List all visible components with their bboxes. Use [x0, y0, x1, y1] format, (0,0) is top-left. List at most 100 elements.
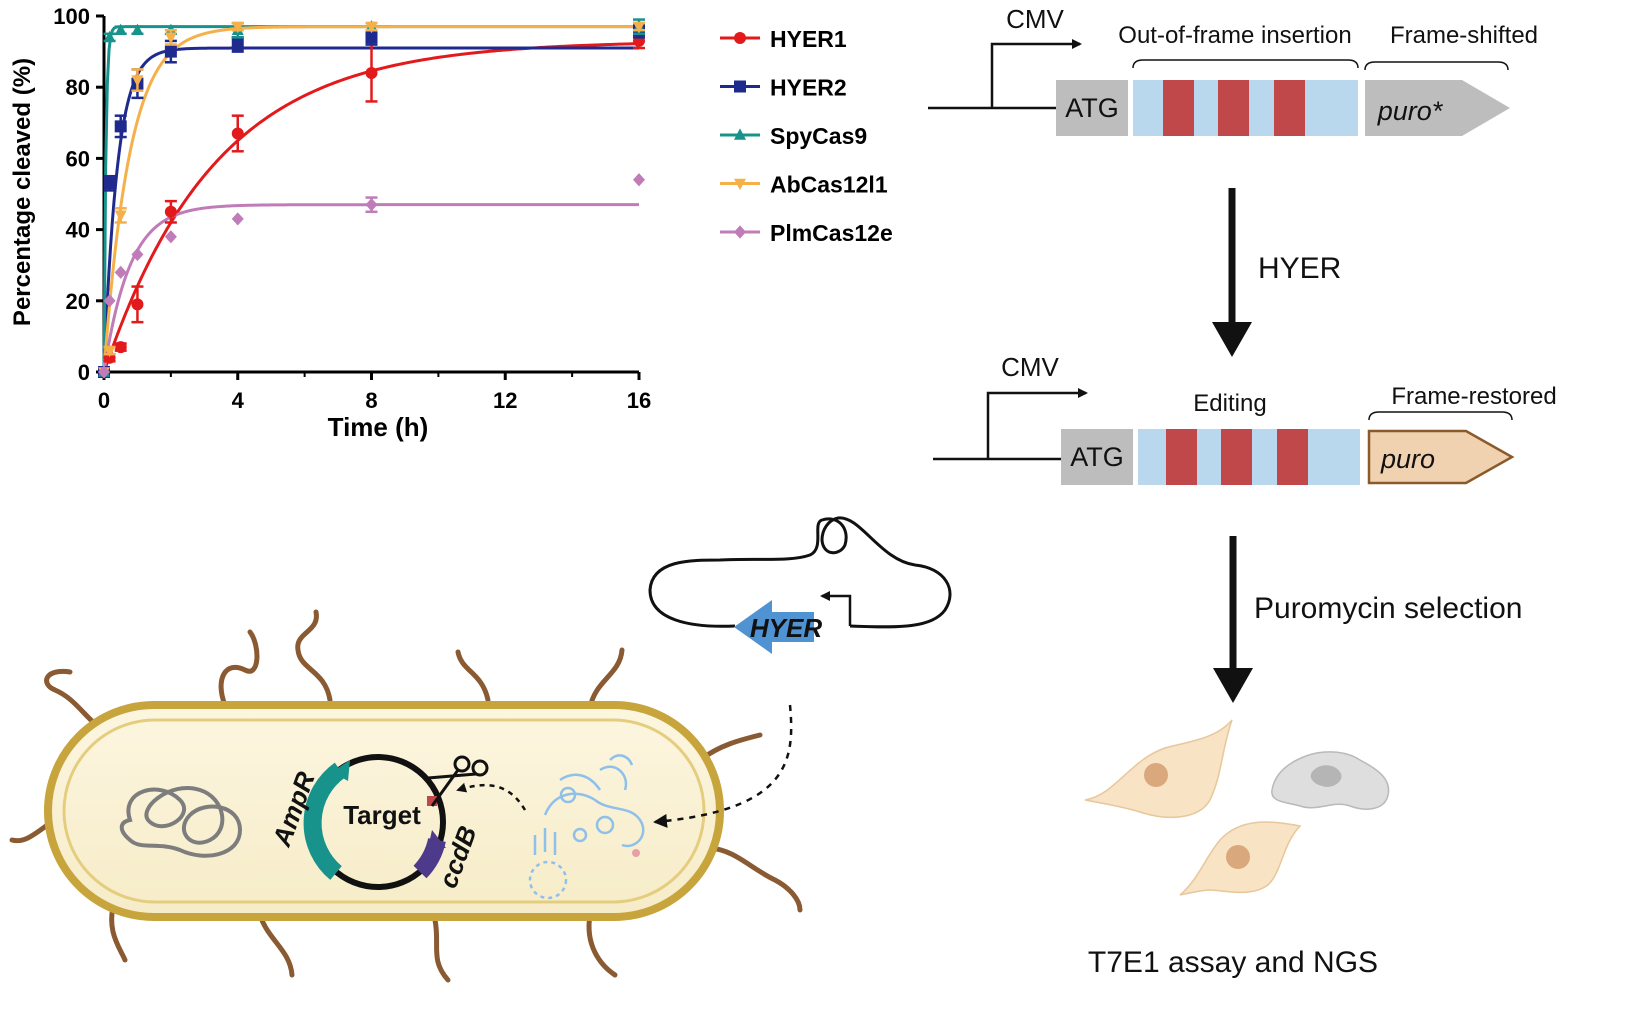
result-label: T7E1 assay and NGS — [1088, 946, 1378, 979]
editing-label: Editing — [1193, 390, 1266, 417]
plmcas12e-data-point — [103, 294, 116, 308]
abcas12l1-data-point — [164, 32, 177, 44]
shift-bracket — [1364, 61, 1509, 71]
bacterium-inner-membrane — [62, 718, 706, 904]
insertion-label: Out-of-frame insertion — [1118, 22, 1351, 49]
ampR-arrowhead — [332, 760, 350, 781]
x-axis-title: Time (h) — [328, 412, 429, 442]
abcas12l1-data-point — [114, 210, 127, 222]
atg-label: ATG — [1065, 93, 1119, 123]
hyer1-data-point — [131, 298, 144, 311]
step1-label: HYER — [1258, 252, 1341, 285]
cell-nucleus-icon — [1144, 763, 1168, 787]
plmcas12e-data-point — [131, 247, 144, 262]
construct-after: CMV ATG puro Editing Frame-restored — [933, 352, 1557, 485]
bacterial-selection-illustration: HYER Target AmpR ccd — [9, 516, 952, 983]
flagellum — [707, 845, 803, 913]
hyer2-legend-label: HYER2 — [770, 75, 847, 101]
atg-box — [1061, 429, 1133, 485]
y-tick-label: 80 — [66, 75, 90, 100]
puro-shifted-label: puro* — [1377, 96, 1444, 126]
abcas12l1-legend-marker — [734, 178, 746, 191]
step2-label: Puromycin selection — [1254, 592, 1522, 625]
bacterium-body — [44, 701, 724, 921]
spycas9-data-point — [114, 23, 127, 36]
y-tick-label: 0 — [78, 360, 90, 385]
plmcas12e-data-point — [98, 365, 110, 379]
spacer-block — [1221, 429, 1252, 485]
promoter-label: CMV — [1001, 352, 1059, 382]
hyer-rnp-complex-icon — [528, 754, 645, 900]
hyer1-data-point — [365, 66, 378, 79]
abcas12l1-data-point — [231, 21, 244, 34]
puro-shifted-gene — [1365, 80, 1510, 136]
dead-cell-debris-icon — [1310, 765, 1342, 787]
x-tick-label: 0 — [98, 388, 110, 413]
target-site-marker — [427, 796, 437, 806]
hyer2-legend-marker — [734, 80, 746, 93]
spacer-block — [1163, 80, 1194, 136]
plmcas12e-data-point — [231, 212, 244, 226]
abcas12l1-data-point — [103, 345, 116, 358]
spacer-block — [1218, 80, 1249, 136]
flagellum — [218, 629, 260, 708]
puro-restored-label: puro — [1380, 444, 1435, 474]
rnp-tail-marker — [632, 849, 640, 857]
restored-bracket — [1368, 411, 1513, 421]
y-tick-label: 20 — [66, 289, 90, 314]
plasmid-backbone — [648, 516, 952, 629]
flagellum — [586, 912, 618, 978]
atg-box — [1056, 80, 1128, 136]
spacer-block — [1274, 80, 1305, 136]
abcas12l1-data-point — [633, 21, 645, 34]
scissors-icon — [427, 755, 489, 807]
hyer2-data-point — [231, 38, 244, 51]
frame-restored-label: Frame-restored — [1391, 383, 1556, 410]
promoter-arrow-icon — [820, 591, 852, 626]
abcas12l1-data-point — [365, 21, 378, 34]
x-tick-label: 12 — [493, 388, 517, 413]
promoter-label: CMV — [1006, 4, 1064, 34]
spycas9-legend-marker — [734, 128, 746, 140]
plmcas12e-fit-curve — [102, 203, 639, 373]
spycas9-legend-label: SpyCas9 — [770, 123, 867, 149]
cell-nucleus-icon — [1226, 845, 1250, 869]
x-tick-label: 4 — [232, 388, 245, 413]
hyer1-data-point — [231, 127, 244, 140]
flagellum — [295, 609, 333, 703]
flagellum — [257, 912, 295, 978]
plmcas12e-legend-marker — [734, 225, 746, 239]
hyer1-legend-label: HYER1 — [770, 26, 847, 52]
hyer1-data-point — [114, 341, 127, 354]
spycas9-data-point — [103, 30, 116, 43]
flagellum — [587, 647, 625, 711]
promoter-arrow-icon — [990, 39, 1082, 108]
cells-illustration — [1084, 719, 1390, 896]
hyer-gene-label: HYER — [750, 613, 822, 643]
flagellum — [432, 917, 451, 983]
hyer2-data-point — [114, 120, 127, 133]
atg-label: ATG — [1070, 442, 1124, 472]
hyer1-data-point — [164, 205, 177, 218]
hyer-gene-arrow — [734, 600, 814, 654]
hyer-plasmid: HYER — [648, 516, 952, 654]
abcas12l1-legend-label: AbCas12l1 — [770, 172, 888, 198]
promoter-arrow-icon — [986, 388, 1088, 459]
x-tick-label: 16 — [627, 388, 651, 413]
puro-restored-gene — [1367, 429, 1515, 485]
spacer-block — [1166, 429, 1197, 485]
plmcas12e-data-point — [633, 173, 645, 187]
plmcas12e-data-point — [114, 265, 127, 279]
frame-shifted-label: Frame-shifted — [1390, 22, 1538, 49]
y-tick-label: 40 — [66, 218, 90, 243]
abcas12l1-data-point — [131, 75, 144, 87]
insertion-bracket — [1132, 59, 1359, 69]
x-tick-label: 8 — [365, 388, 377, 413]
hyer2-data-point — [365, 31, 378, 44]
y-tick-label: 100 — [53, 4, 90, 29]
reporter-schematic: CMV ATG puro* Out-of-frame insertion Fra… — [928, 4, 1557, 979]
